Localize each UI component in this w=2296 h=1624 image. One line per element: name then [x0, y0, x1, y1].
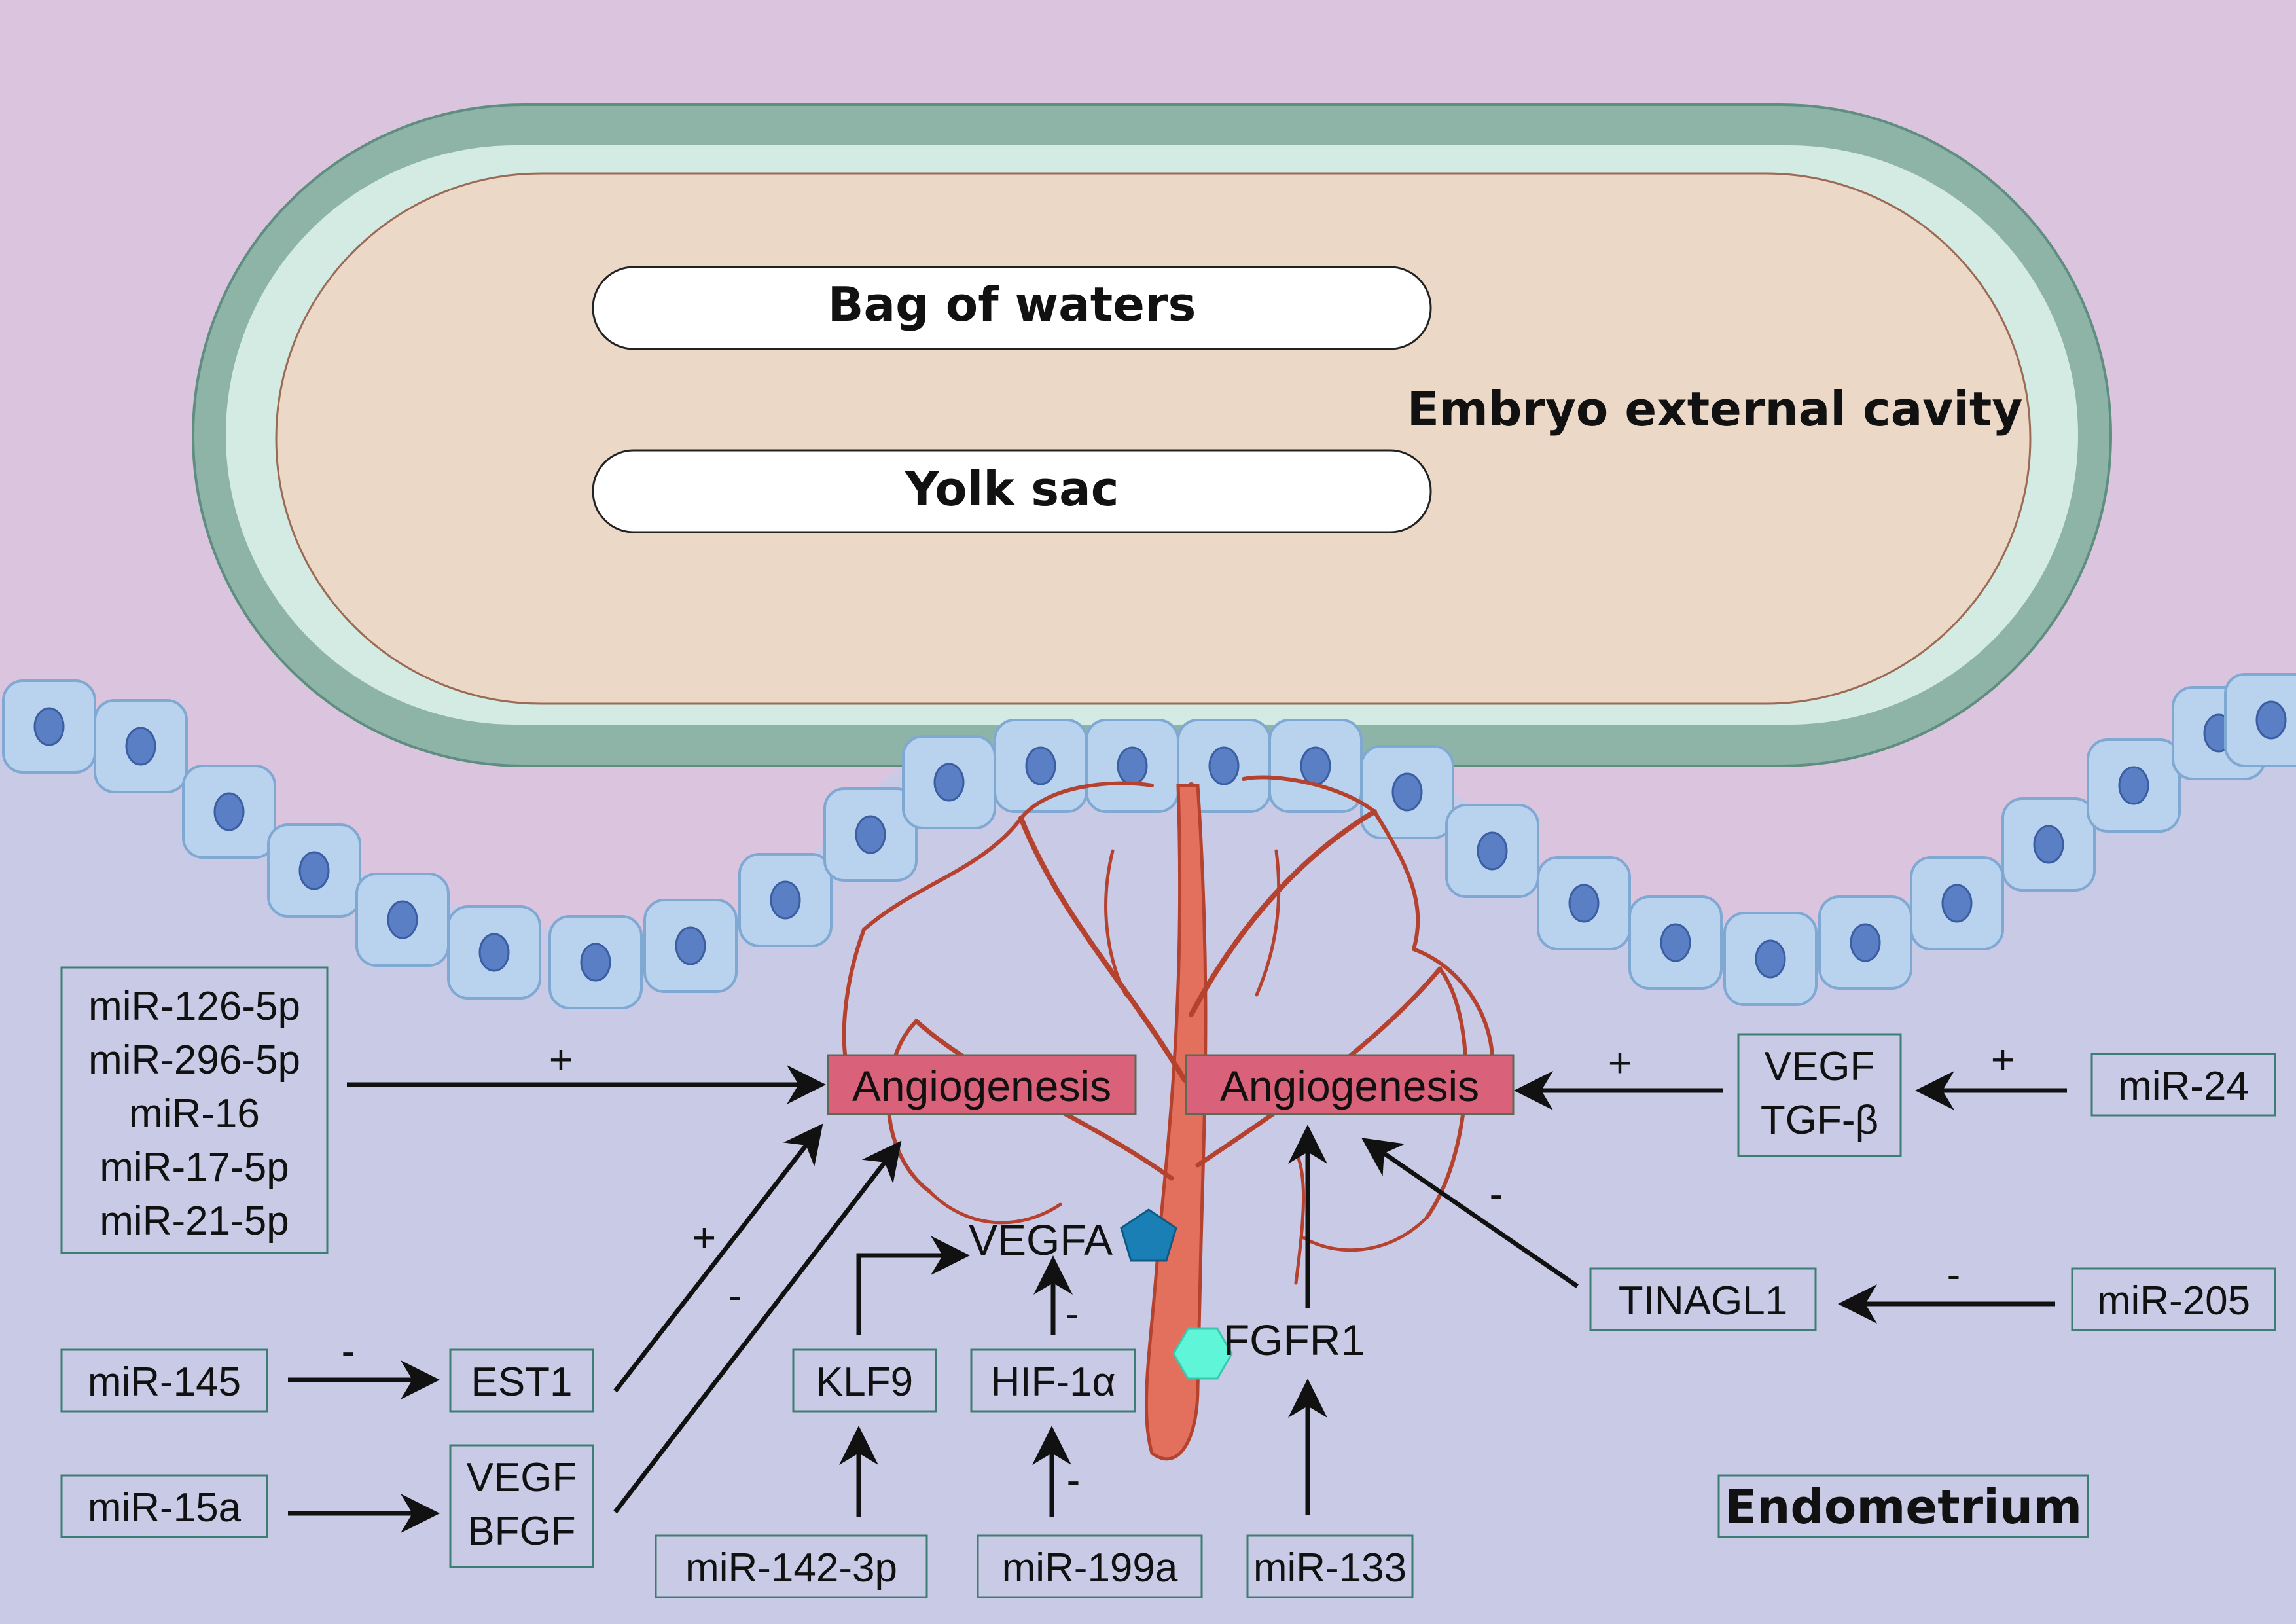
fgfr1-label: FGFR1 [1223, 1316, 1365, 1364]
mir-group-item: miR-21-5p [99, 1199, 289, 1244]
mir133-label: miR-133 [1253, 1545, 1407, 1591]
klf9-label: KLF9 [816, 1360, 913, 1405]
mir-group-item: miR-17-5p [99, 1145, 289, 1190]
est1-arrow [613, 1123, 823, 1393]
endometrium-label: Endometrium [1725, 1479, 2082, 1534]
tinagl1-label: TINAGL1 [1619, 1278, 1787, 1324]
mir-group-sign: + [549, 1038, 573, 1083]
cell-nucleus [2033, 825, 2064, 864]
mir-group-box: miR-126-5p miR-296-5p miR-16 miR-17-5p m… [60, 966, 329, 1254]
vegfa-pentagon-icon [1120, 1208, 1177, 1262]
cell-nucleus [1477, 831, 1508, 871]
cell-nucleus [1208, 746, 1240, 785]
cell-nucleus [2255, 700, 2287, 740]
tinagl1-sign: - [1490, 1172, 1503, 1217]
mir24-sign: + [1991, 1038, 2015, 1083]
mir199a-label: miR-199a [1002, 1545, 1178, 1591]
blood-vessel-tree [842, 775, 1494, 1461]
cell-nucleus [933, 763, 965, 802]
hif1a-sign: - [1066, 1291, 1079, 1337]
hif1a-box: HIF-1α [970, 1348, 1136, 1413]
mir15a-box: miR-15a [60, 1474, 268, 1538]
cell-nucleus [1117, 746, 1148, 785]
cell-nucleus [1941, 884, 1973, 923]
epithelial-cell-layer [2, 673, 2296, 1009]
vegf-tgfb-sign: + [1608, 1041, 1632, 1086]
cell-nucleus [1568, 884, 1600, 923]
cell-nucleus [387, 900, 418, 939]
tinagl1-box: TINAGL1 [1589, 1267, 1817, 1331]
yolk-sac-label: Yolk sac [905, 461, 1119, 516]
vegf-bfgf-sign: - [728, 1273, 742, 1318]
cell-nucleus [33, 707, 65, 746]
vegf-label: VEGF [467, 1455, 577, 1500]
bfgf-label: BFGF [467, 1509, 575, 1554]
vegf-tgfb-box: VEGF TGF-β [1737, 1033, 1902, 1157]
est1-box: EST1 [449, 1348, 594, 1413]
mir199a-sign: - [1067, 1458, 1081, 1503]
klf9-box: KLF9 [792, 1348, 937, 1413]
angiogenesis-right-box: Angiogenesis [1185, 1054, 1515, 1115]
cell-nucleus [580, 943, 611, 982]
mir15a-label: miR-15a [88, 1485, 242, 1530]
mir205-label: miR-205 [2097, 1278, 2250, 1324]
mir24-label: miR-24 [2118, 1064, 2249, 1109]
mir199a-box: miR-199a [977, 1534, 1203, 1598]
fgfr1-hexagon-icon [1172, 1327, 1233, 1380]
angiogenesis-right-label: Angiogenesis [1220, 1062, 1479, 1110]
tinagl1-arrow [1361, 1138, 1579, 1288]
mir-group-item: miR-16 [129, 1091, 260, 1136]
cell-nucleus [675, 926, 706, 965]
cell-nucleus [298, 851, 330, 890]
est1-sign: + [692, 1216, 716, 1261]
vegf-bfgf-arrow [613, 1140, 902, 1514]
mir145-box: miR-145 [60, 1348, 268, 1413]
mir205-sign: - [1947, 1252, 1961, 1297]
mir133-box: miR-133 [1246, 1534, 1414, 1598]
cell-nucleus [855, 815, 886, 854]
cell-nucleus [125, 727, 156, 766]
vegfa-label: VEGFA [969, 1216, 1113, 1264]
vegf-right-label: VEGF [1765, 1044, 1875, 1089]
cell-nucleus [1850, 923, 1881, 962]
cell-nucleus [1391, 772, 1423, 812]
cell-nucleus [770, 880, 801, 920]
cell-nucleus [1300, 746, 1331, 785]
angiogenesis-left-label: Angiogenesis [852, 1062, 1111, 1110]
mir-group-item: miR-126-5p [88, 984, 300, 1029]
embryo-external-cavity-label: Embryo external cavity [1407, 382, 2023, 437]
est1-label: EST1 [471, 1360, 572, 1405]
mir-group-item: miR-296-5p [88, 1038, 300, 1083]
bag-of-waters-label: Bag of waters [828, 277, 1196, 332]
cell-nucleus [2118, 766, 2149, 805]
angiogenesis-left-box: Angiogenesis [827, 1054, 1137, 1115]
endometrium-box: Endometrium [1717, 1474, 2089, 1538]
cell-nucleus [478, 933, 510, 972]
cell-nucleus [213, 792, 245, 831]
bag-of-waters-pill: Bag of waters [592, 266, 1432, 350]
mir145-label: miR-145 [88, 1360, 241, 1405]
mir142-box: miR-142-3p [655, 1534, 928, 1598]
cell-nucleus [1025, 746, 1056, 785]
hif1a-label: HIF-1α [991, 1360, 1116, 1405]
tgfb-label: TGF-β [1761, 1098, 1878, 1143]
vegf-bfgf-box: VEGF BFGF [449, 1444, 594, 1568]
mir205-box: miR-205 [2071, 1267, 2276, 1331]
cell-nucleus [1755, 939, 1786, 979]
klf9-arrow [856, 1236, 970, 1335]
embryo-capsule [192, 103, 2112, 767]
yolk-sac-pill: Yolk sac [592, 449, 1432, 533]
cell-nucleus [1660, 923, 1691, 962]
mir142-label: miR-142-3p [685, 1545, 897, 1591]
mir24-box: miR-24 [2090, 1053, 2276, 1117]
mir145-sign: - [342, 1329, 355, 1374]
